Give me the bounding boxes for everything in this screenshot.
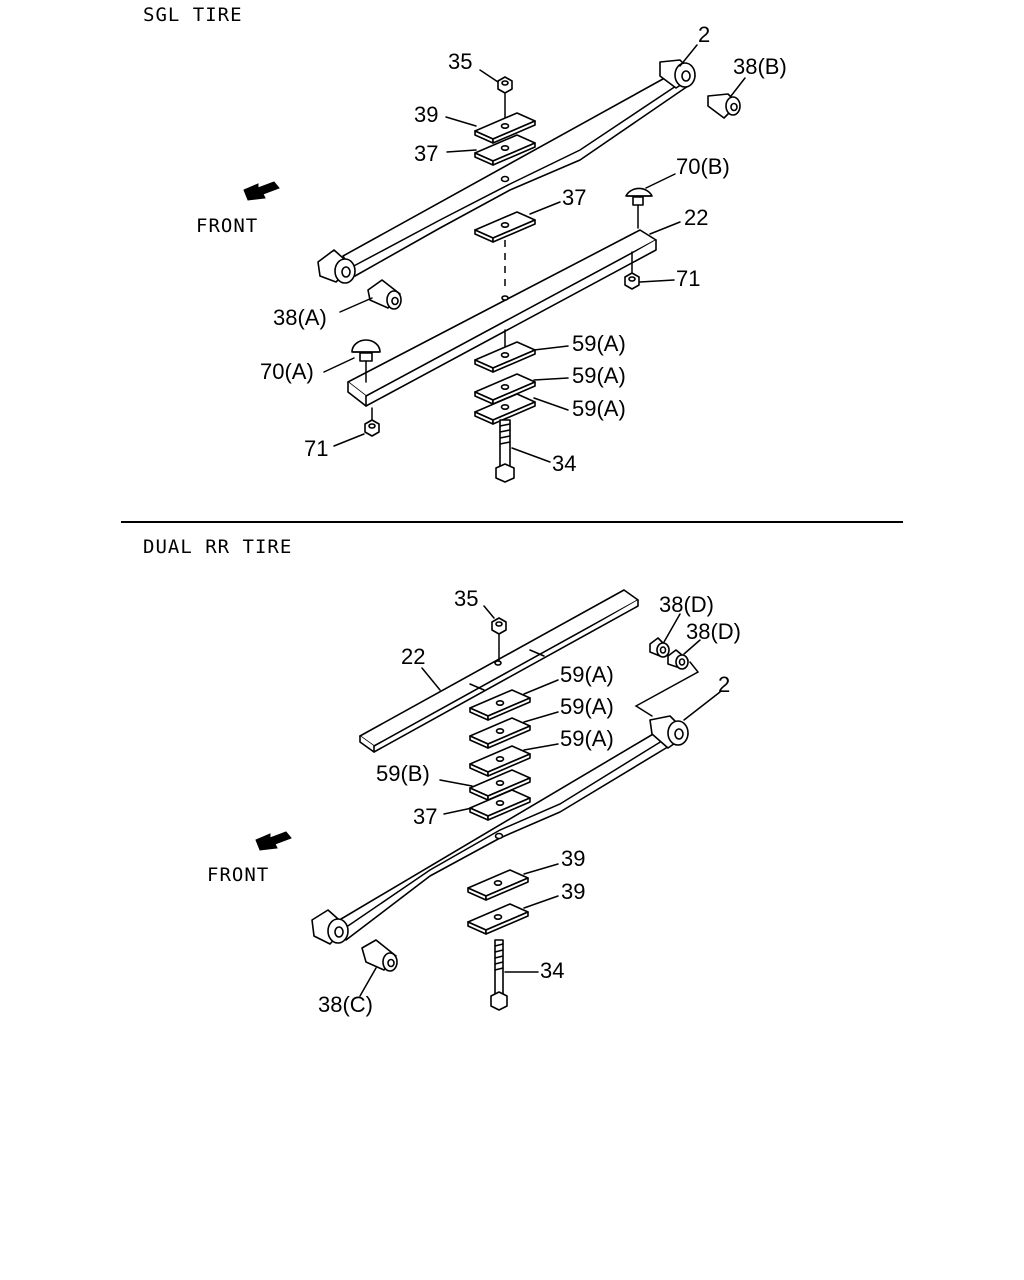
nut-71-lower [364, 419, 380, 437]
callout-70a: 70(A) [260, 359, 314, 384]
callout-59a-2: 59(A) [572, 363, 626, 388]
callout-59a-3-dual: 59(A) [560, 726, 614, 751]
callout-59a-3: 59(A) [572, 396, 626, 421]
plate-59a1-single [474, 341, 536, 373]
plate-59a3-dual [469, 745, 531, 777]
callout-34: 34 [552, 451, 576, 476]
callout-38d-2: 38(D) [686, 619, 741, 644]
callout-2: 2 [698, 22, 710, 47]
plate-39a-dual [467, 869, 529, 901]
callout-38a: 38(A) [273, 305, 327, 330]
section-title-dual: DUAL RR TIRE [143, 536, 292, 558]
plate-37-lower-single [474, 211, 536, 243]
spring-leaf-2-single [317, 59, 696, 284]
callout-71-upper: 71 [676, 266, 700, 291]
callout-70b: 70(B) [676, 154, 730, 179]
bolt-34-single [495, 419, 515, 483]
spring-leaf-22-single [347, 229, 657, 407]
callout-22: 22 [684, 205, 708, 230]
bolt-34-dual [490, 939, 508, 1011]
callout-71-lower: 71 [304, 436, 328, 461]
nut-35-dual [491, 617, 507, 635]
nut-71-upper [624, 272, 640, 290]
callout-39a-dual: 39 [561, 846, 585, 871]
callout-37: 37 [414, 141, 438, 166]
callout-37-dual: 37 [413, 804, 437, 829]
bumper-70b [625, 187, 653, 229]
spring-leaf-2-dual [311, 715, 689, 945]
callout-2-dual: 2 [718, 672, 730, 697]
callout-38c-dual: 38(C) [318, 992, 373, 1017]
callouts-dual: 35 38(D) 38(D) 22 2 59(A) 59(A) 59(A) 59… [318, 586, 741, 1017]
callout-59a-1-dual: 59(A) [560, 662, 614, 687]
bushing-38c [361, 939, 398, 972]
bushing-38d-1 [649, 637, 670, 658]
bushing-38b [707, 93, 741, 119]
front-label-single: FRONT [196, 215, 258, 237]
callout-35: 35 [448, 49, 472, 74]
callout-37-lower: 37 [562, 185, 586, 210]
callout-59b-dual: 59(B) [376, 761, 430, 786]
callout-38b: 38(B) [733, 54, 787, 79]
plate-39b-dual [467, 903, 529, 935]
callout-34-dual: 34 [540, 958, 564, 983]
section-title-single: SGL TIRE [143, 4, 243, 26]
bushing-38d-2 [667, 649, 689, 670]
bumper-70a [351, 339, 381, 383]
plate-59a2-dual [469, 717, 531, 749]
callouts-single: 2 38(B) 35 39 37 70(B) 37 22 71 38(A) 59… [260, 22, 787, 476]
callout-35-dual: 35 [454, 586, 478, 611]
callout-22-dual: 22 [401, 644, 425, 669]
front-arrow-icon [243, 181, 280, 201]
front-label-dual: FRONT [207, 864, 269, 886]
callout-39b-dual: 39 [561, 879, 585, 904]
nut-35-single [497, 76, 513, 94]
spring-leaf-22-dual [359, 589, 639, 753]
callout-39: 39 [414, 102, 438, 127]
callout-59a-1: 59(A) [572, 331, 626, 356]
front-arrow-icon [255, 831, 292, 851]
bushing-38a [367, 279, 402, 310]
callout-38d-1: 38(D) [659, 592, 714, 617]
callout-59a-2-dual: 59(A) [560, 694, 614, 719]
